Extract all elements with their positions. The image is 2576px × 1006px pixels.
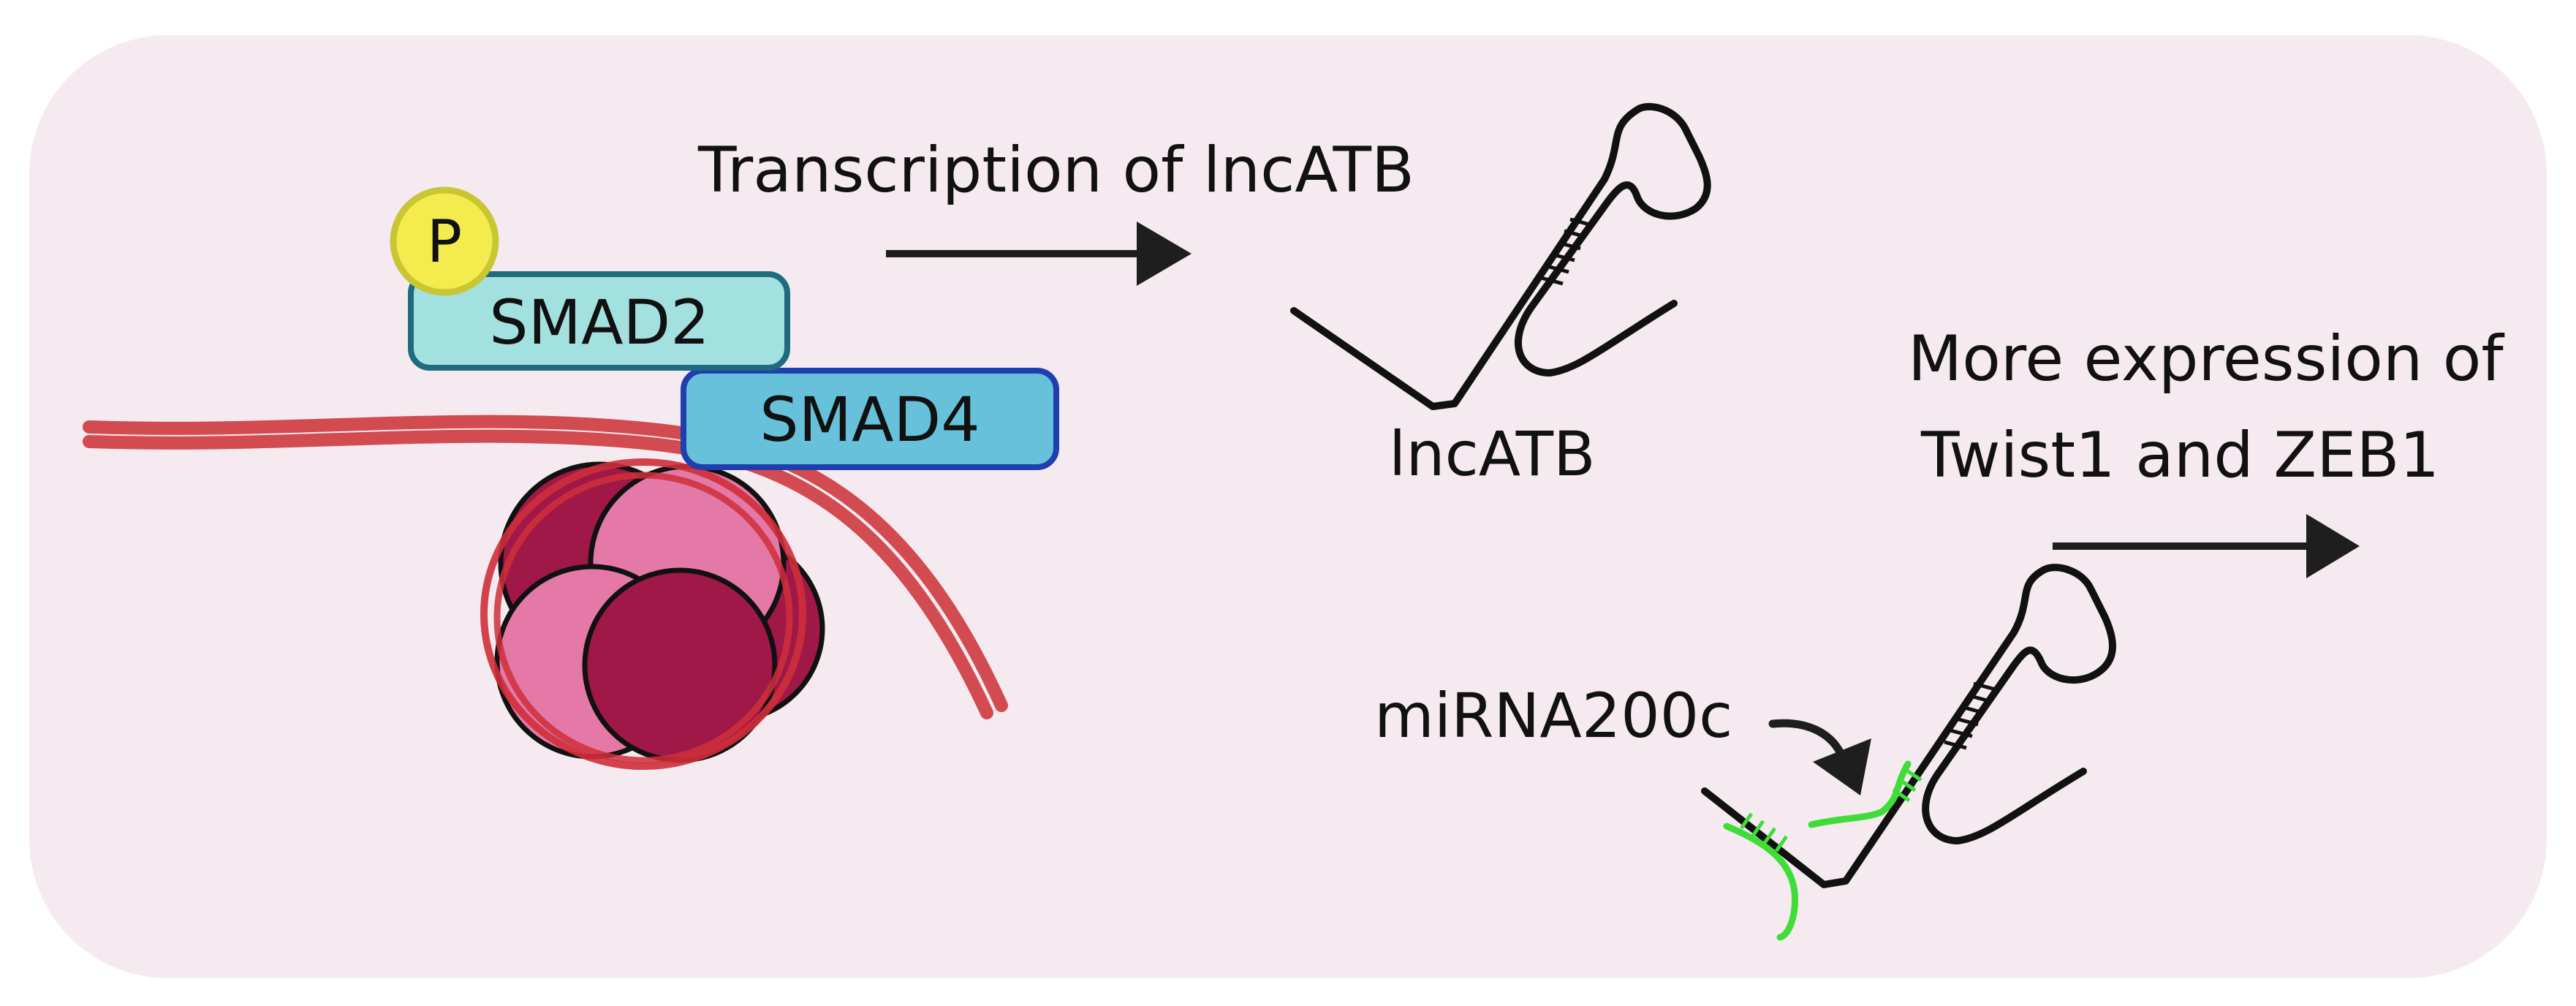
lncatb-rna-structure [1290, 102, 1711, 410]
phosphate-circle [390, 186, 499, 296]
mirna-strand-lower [1723, 822, 1798, 941]
transcription-arrow [886, 222, 1192, 286]
lncatb-mirna-complex [1701, 564, 2116, 941]
expression-arrow [2053, 514, 2360, 578]
smad2-complex: SMAD2 [408, 271, 790, 371]
nucleosome [480, 458, 825, 770]
dna-strand [83, 415, 1008, 719]
mirna-label: miRNA200c [1374, 680, 1732, 752]
lncatb-label: lncATB [1389, 418, 1596, 490]
transcription-label: Transcription of lncATB [697, 134, 1414, 207]
smad4-label: SMAD4 [759, 384, 980, 455]
mirna-binding-arrow [1768, 719, 1871, 795]
smad2-box [408, 271, 790, 371]
dna-wrap-outer [480, 458, 806, 770]
more-expression-label-line1: More expression of [1908, 322, 2504, 396]
phosphate-group: P [390, 186, 499, 296]
more-expression-label-line2: Twist1 and ZEB1 [1920, 419, 2439, 492]
dna-wrap-inner [493, 472, 793, 764]
smad4-box [681, 368, 1059, 470]
smad2-label: SMAD2 [489, 287, 709, 358]
smad4-complex: SMAD4 [681, 368, 1059, 470]
phosphate-label: P [427, 208, 462, 276]
